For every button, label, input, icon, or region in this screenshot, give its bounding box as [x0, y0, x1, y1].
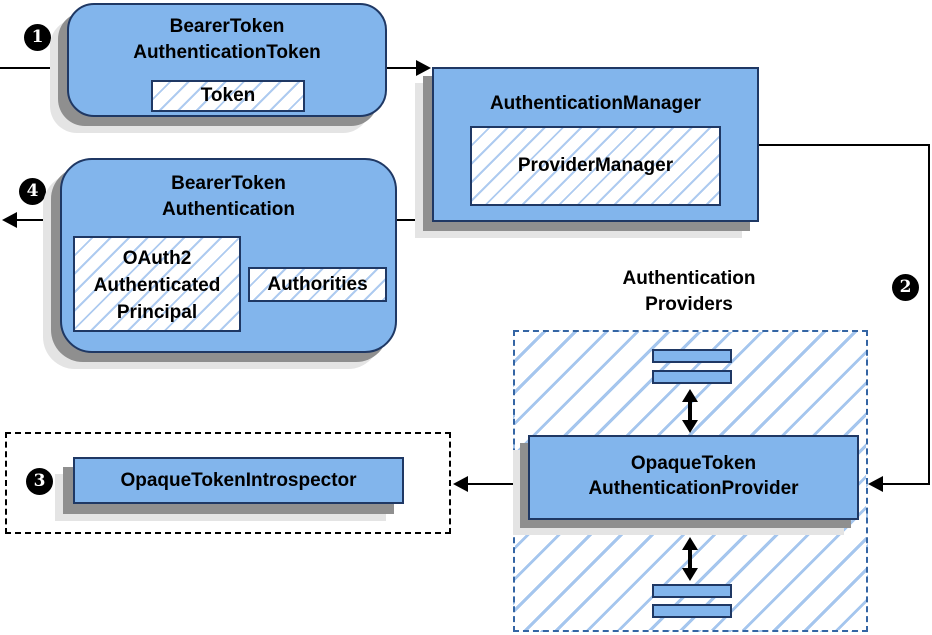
- step-2-badge: 2: [892, 274, 919, 301]
- authentication-providers-label: Authentication Providers: [578, 266, 800, 318]
- label-line: Providers: [645, 294, 733, 315]
- authentication-providers-container: OpaqueToken AuthenticationProvider: [513, 330, 868, 632]
- provider-manager-chip: ProviderManager: [470, 126, 721, 206]
- provider-stub-bar: [652, 349, 732, 363]
- node-opaque-token-introspector: OpaqueTokenIntrospector: [73, 457, 404, 504]
- title-line: BearerToken: [169, 16, 285, 37]
- node-bearer-token-authentication-token: BearerToken AuthenticationToken Token: [67, 3, 387, 117]
- manager-to-provider-line-top: [759, 144, 930, 146]
- node-opaque-token-authentication-provider: OpaqueToken AuthenticationProvider: [528, 435, 859, 520]
- manager-to-provider-line-vertical: [928, 144, 930, 485]
- title-line: AuthenticationProvider: [588, 478, 799, 499]
- authorities-chip: Authorities: [248, 267, 387, 302]
- manager-to-authentication-line: [397, 219, 432, 221]
- step-4-badge: 4: [19, 178, 46, 205]
- title-line: BearerToken: [171, 173, 286, 194]
- arrowhead-left-icon: [453, 476, 468, 492]
- manager-to-provider-line-bottom: [882, 483, 928, 485]
- arrowhead-down-icon: [682, 568, 698, 581]
- title-line: Authentication: [162, 199, 295, 220]
- title-line: OpaqueToken: [630, 453, 757, 474]
- arrowhead-down-icon: [682, 420, 698, 433]
- oauth2-authenticated-principal-chip: OAuth2 Authenticated Principal: [73, 236, 241, 332]
- provider-stub-bar: [652, 584, 732, 598]
- node-bearer-token-authentication: BearerToken Authentication OAuth2 Authen…: [60, 158, 397, 353]
- provider-to-introspector-line: [468, 483, 528, 485]
- token-chip: Token: [151, 80, 305, 112]
- opaque-token-introspector-container: OpaqueTokenIntrospector: [5, 432, 451, 534]
- step-3-badge: 3: [26, 468, 53, 495]
- arrowhead-left-icon: [2, 212, 17, 228]
- arrowhead-up-icon: [682, 537, 698, 550]
- node-title: OpaqueToken AuthenticationProvider: [530, 437, 857, 501]
- request-in-line: [0, 67, 67, 69]
- chip-line: OAuth2: [122, 248, 192, 269]
- node-title: BearerToken Authentication: [62, 160, 395, 223]
- title-line: AuthenticationToken: [133, 42, 321, 63]
- provider-stub-bar: [652, 604, 732, 618]
- arrowhead-up-icon: [682, 389, 698, 402]
- token-to-manager-line: [387, 67, 418, 69]
- chip-line: Authenticated: [93, 275, 221, 296]
- label-line: Authentication: [622, 268, 756, 289]
- node-title: AuthenticationManager: [489, 93, 702, 114]
- arrowhead-left-icon: [868, 476, 883, 492]
- step-1-badge: 1: [24, 24, 51, 51]
- node-authentication-manager: AuthenticationManager ProviderManager: [432, 67, 759, 222]
- node-title: BearerToken AuthenticationToken: [69, 5, 385, 66]
- authentication-out-line: [16, 219, 60, 221]
- provider-stub-bar: [652, 370, 732, 384]
- double-arrow-shaft: [688, 400, 692, 422]
- double-arrow-shaft: [688, 548, 692, 570]
- chip-line: Principal: [116, 302, 198, 323]
- arrowhead-right-icon: [416, 60, 431, 76]
